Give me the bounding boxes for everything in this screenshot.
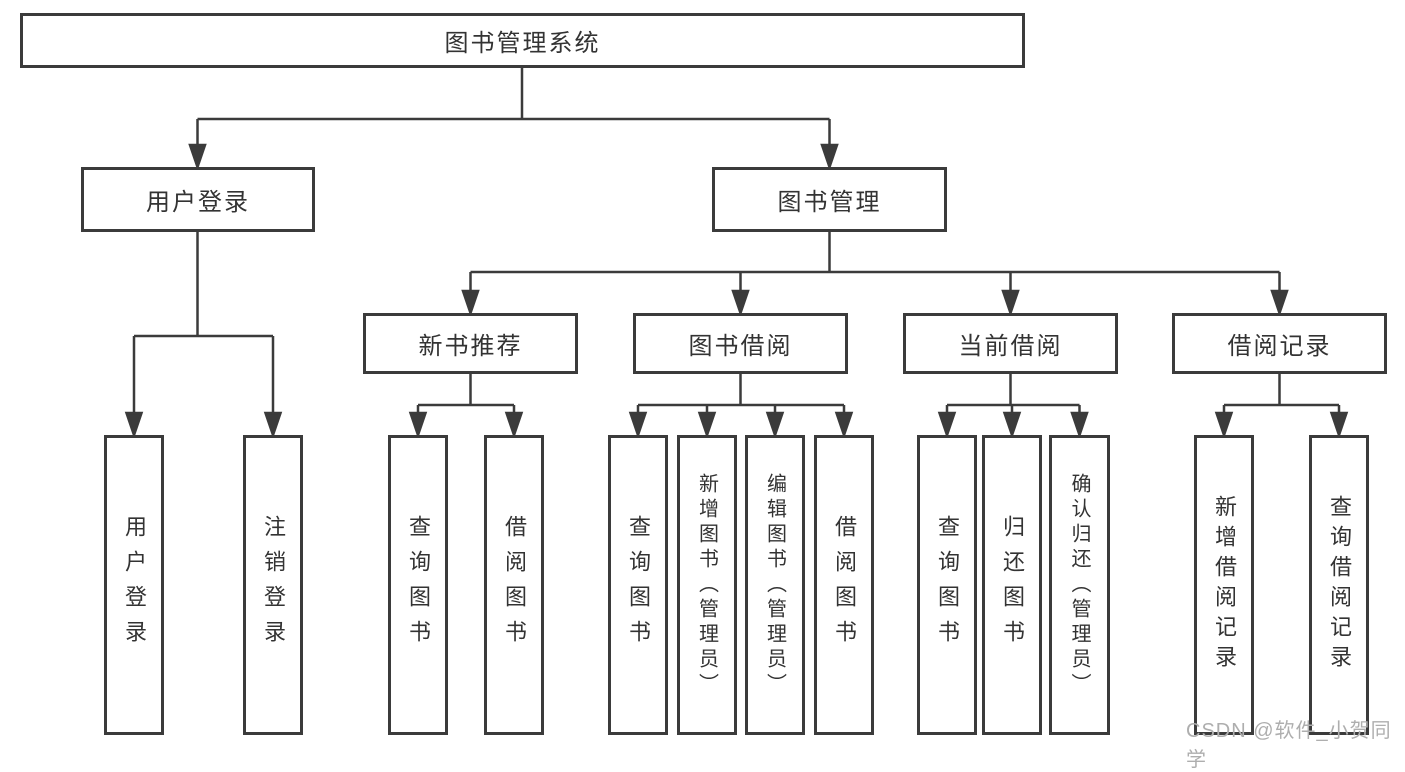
leaf-return-books: 归还图书 [982, 435, 1042, 735]
connector-current-to-leaves [937, 374, 1089, 439]
arrowhead-icon [408, 411, 428, 439]
arrowhead-icon [731, 289, 750, 317]
arrowhead-icon [188, 143, 207, 171]
leaf-query-books-borrowing: 查询图书 [608, 435, 668, 735]
node-root-library-system: 图书管理系统 [20, 13, 1025, 68]
leaf-add-borrow-record: 新增借阅记录 [1194, 435, 1254, 735]
connector-lines [124, 68, 1349, 439]
csdn-watermark: CSDN @软件_小贺同学 [1186, 720, 1392, 771]
arrowhead-icon [461, 289, 480, 317]
arrowhead-icon [834, 411, 854, 439]
arrowhead-icon [1002, 411, 1022, 439]
leaf-confirm-return-admin: 确认归还（管理员） [1049, 435, 1110, 735]
leaf-borrow-books: 借阅图书 [814, 435, 874, 735]
arrowhead-icon [1270, 289, 1289, 317]
connector-record-to-leaves [1214, 374, 1349, 439]
leaf-query-books-current: 查询图书 [917, 435, 977, 735]
arrowhead-icon [628, 411, 648, 439]
connector-root-to-level2 [188, 68, 839, 171]
diagram-canvas: 图书管理系统 用户登录 图书管理 新书推荐 图书借阅 当前借阅 借阅记录 用户登… [20, 13, 1391, 771]
node-current-borrowing: 当前借阅 [903, 313, 1118, 374]
connector-newbook-to-leaves [408, 374, 524, 439]
arrowhead-icon [504, 411, 524, 439]
node-user-login: 用户登录 [81, 167, 315, 232]
leaf-add-books-admin: 新增图书（管理员） [677, 435, 737, 735]
arrowhead-icon [263, 411, 283, 439]
node-book-borrowing: 图书借阅 [633, 313, 848, 374]
arrowhead-icon [1070, 411, 1089, 439]
leaf-logout: 注销登录 [243, 435, 303, 735]
arrowhead-icon [937, 411, 957, 439]
connector-login-to-leaves [124, 232, 283, 439]
arrowhead-icon [765, 411, 785, 439]
node-book-management: 图书管理 [712, 167, 947, 232]
arrowhead-icon [697, 411, 717, 439]
arrowhead-icon [1001, 289, 1020, 317]
leaf-query-borrow-record: 查询借阅记录 [1309, 435, 1369, 735]
connector-bookmgmt-to-level3 [461, 232, 1289, 317]
node-borrow-records: 借阅记录 [1172, 313, 1387, 374]
connector-borrow-to-leaves [628, 374, 854, 439]
leaf-user-login: 用户登录 [104, 435, 164, 735]
arrowhead-icon [1329, 411, 1349, 439]
leaf-edit-books-admin: 编辑图书（管理员） [745, 435, 805, 735]
arrowhead-icon [820, 143, 839, 171]
arrowhead-icon [124, 411, 144, 439]
node-new-book-recommend: 新书推荐 [363, 313, 578, 374]
arrowhead-icon [1214, 411, 1234, 439]
leaf-query-books-recommend: 查询图书 [388, 435, 448, 735]
leaf-borrow-books-recommend: 借阅图书 [484, 435, 544, 735]
